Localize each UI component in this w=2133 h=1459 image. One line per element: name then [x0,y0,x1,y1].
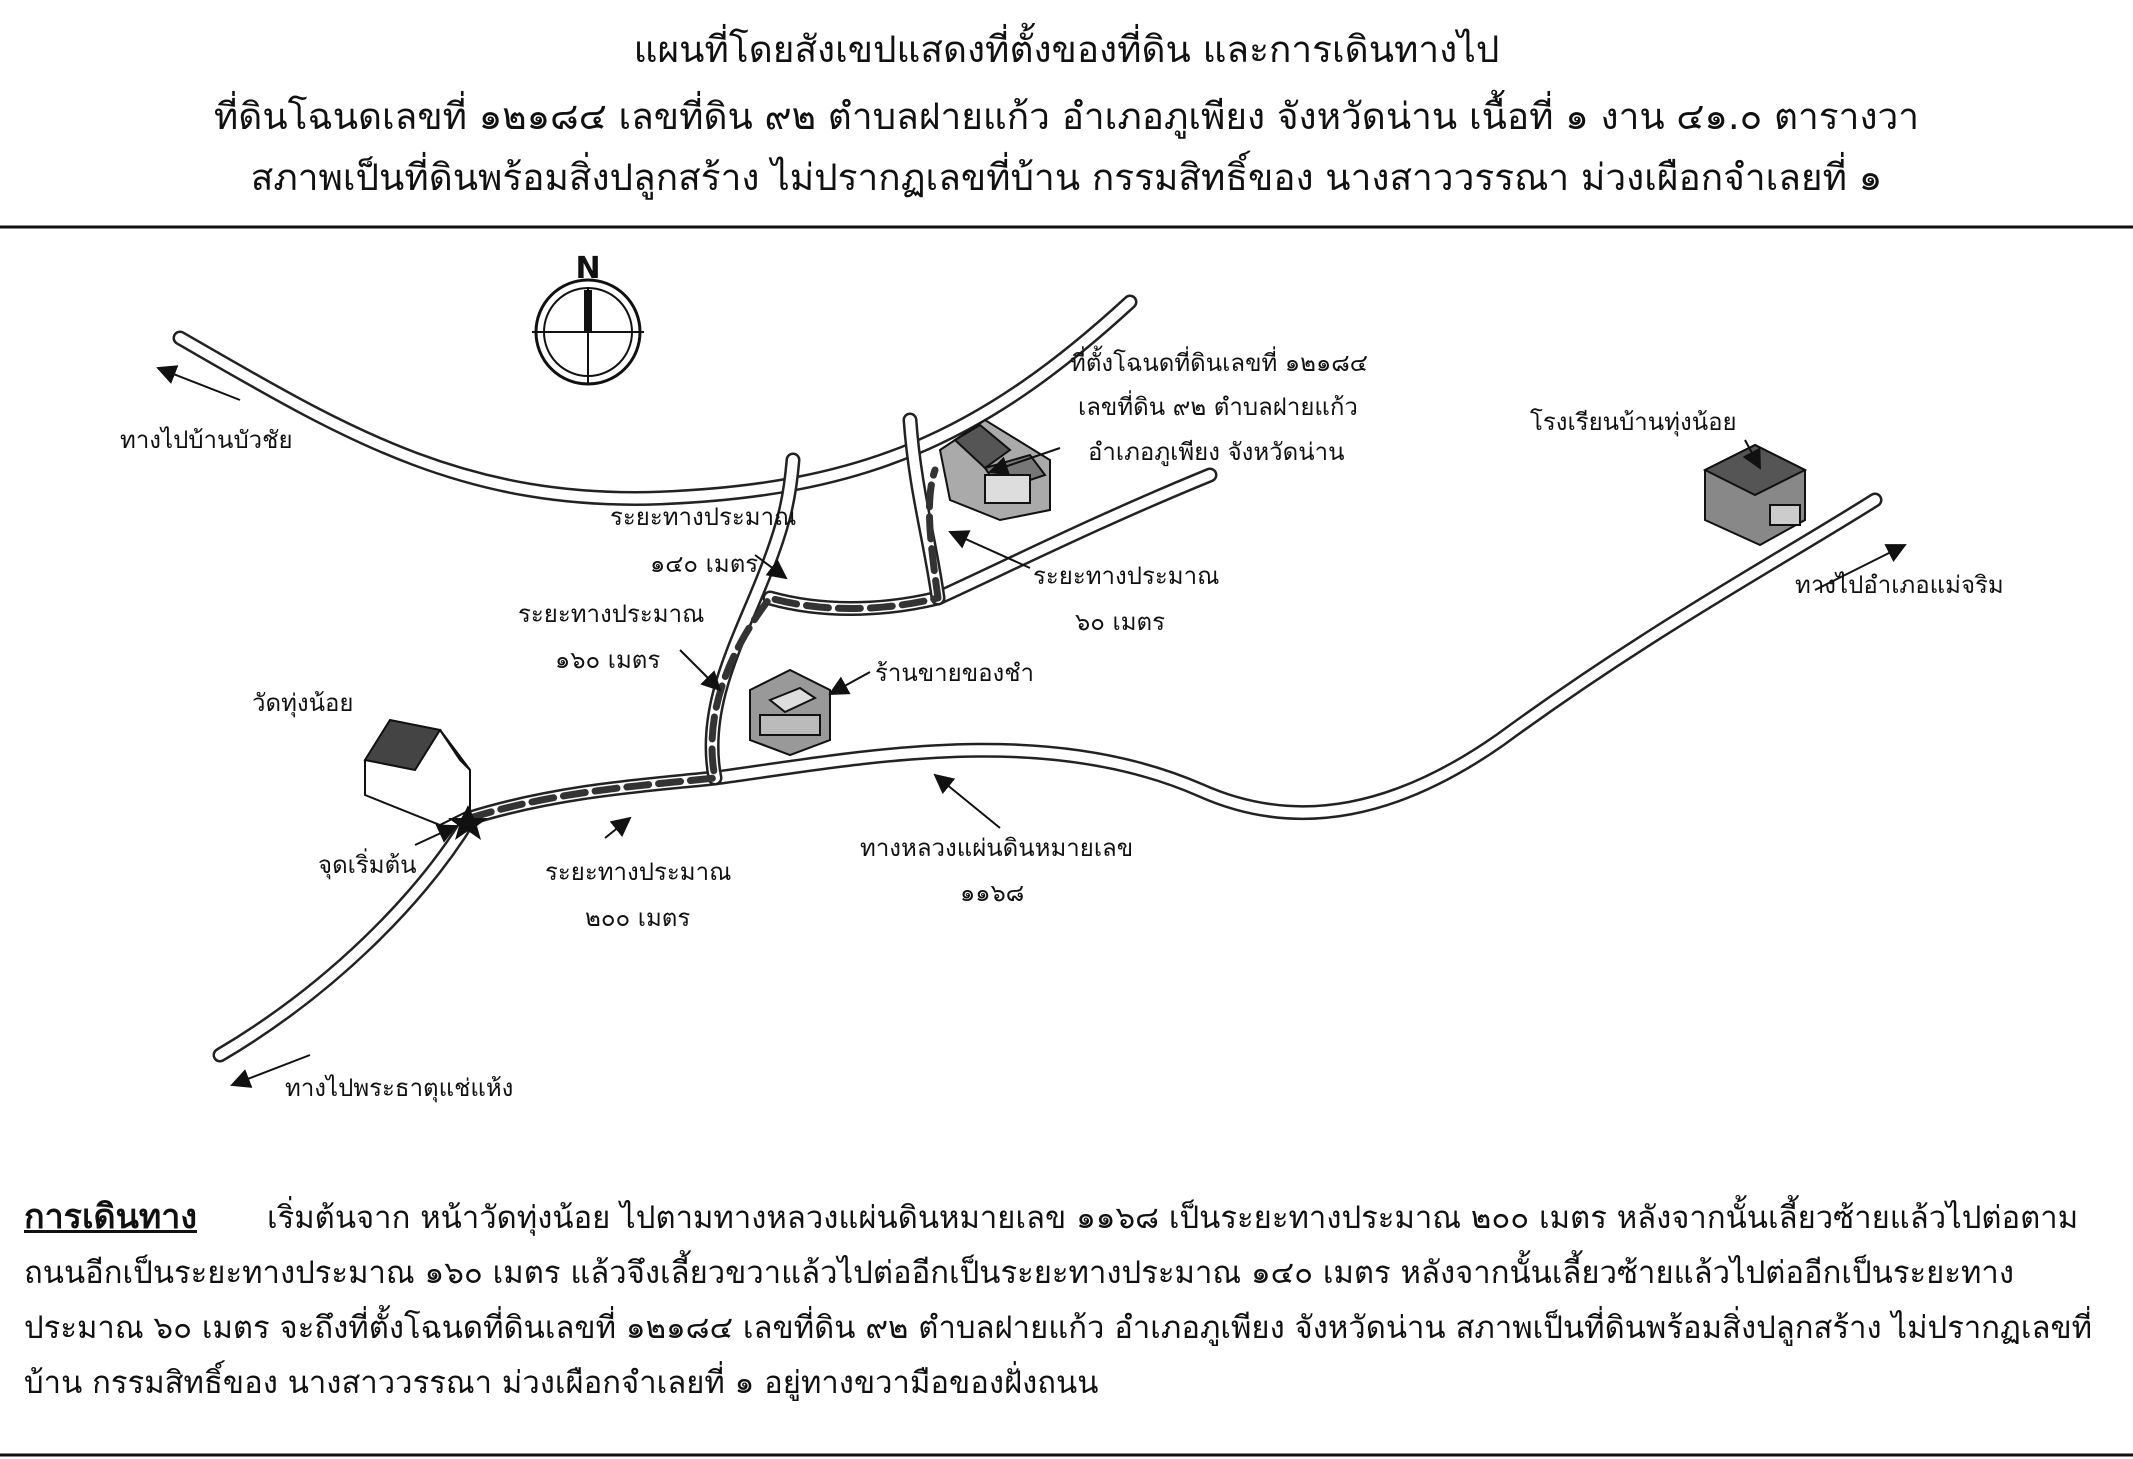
label-to-mae-charim: ทางไปอำเภอแม่จริม [1795,571,2004,599]
label-plot-line2: เลขที่ดิน ๙๒ ตำบลฝายแก้ว [1078,390,1358,421]
pointer-dist-200 [604,816,632,839]
temple-icon [363,718,471,827]
pointer-plot [988,447,1061,476]
side-road-east [930,467,1218,606]
label-dist-60-line2: ๖๐ เมตร [1075,608,1165,636]
label-to-phrathat: ทางไปพระธาตุแช่แห้ง [285,1074,513,1103]
label-dist-160-line2: ๑๖๐ เมตร [555,646,660,674]
arrow-to-phrathat [230,1054,311,1088]
northern-road [172,294,1138,506]
route-description: การเดินทางเริ่มต้นจาก หน้าวัดทุ่งน้อย ไป… [24,1190,2114,1411]
pointer-dist-140 [754,554,788,580]
label-school: โรงเรียนบ้านทุ่งน้อย [1530,408,1737,437]
label-start: จุดเริ่มต้น [318,848,417,880]
label-plot-line3: อำเภอภูเพียง จังหวัดน่าน [1088,438,1345,467]
pointer-dist-60 [948,530,1031,569]
map-title: แผนที่โดยสังเขปแสดงที่ตั้งของที่ดิน และก… [633,28,1500,71]
label-dist-60-line1: ระยะทางประมาณ [1033,562,1219,590]
pointer-shop [828,671,871,695]
deed-description: ที่ดินโฉนดเลขที่ ๑๒๑๘๔ เลขที่ดิน ๙๒ ตำบล… [213,95,1920,138]
pointer-dist-160 [679,649,722,692]
pointer-highway [933,773,1001,829]
label-to-bua-chai: ทางไปบ้านบัวชัย [120,426,293,454]
ownership-description: สภาพเป็นที่ดินพร้อมสิ่งปลูกสร้าง ไม่ปราก… [250,156,1883,199]
school-building-icon [1702,443,1808,547]
label-dist-160-line1: ระยะทางประมาณ [518,600,704,628]
label-temple: วัดทุ่งน้อย [252,689,353,718]
label-plot-line1: ที่ตั้งโฉนดที่ดินเลขที่ ๑๒๑๘๔ [1070,345,1368,377]
travel-route [466,466,942,822]
pointer-start [414,824,458,846]
pointer-school [1742,439,1761,470]
north-compass-icon: N [532,251,644,386]
label-highway-line2: ๑๑๖๘ [960,879,1024,907]
label-dist-200-line1: ระยะทางประมาณ [545,858,731,886]
label-shop: ร้านขายของชำ [875,659,1034,687]
label-dist-140-line2: ๑๔๐ เมตร [650,550,758,578]
route-text: เริ่มต้นจาก หน้าวัดทุ่งน้อย ไปตามทางหลวง… [24,1200,2093,1401]
label-dist-140-line1: ระยะทางประมาณ [610,503,796,531]
compass-north-label: N [575,251,600,286]
start-point-star-icon [448,805,488,840]
label-highway-line1: ทางหลวงแผ่นดินหมายเลข [860,834,1133,862]
route-heading: การเดินทาง [24,1197,197,1237]
label-dist-200-line2: ๒๐๐ เมตร [585,904,690,932]
grocery-shop-icon [749,668,831,757]
arrow-to-bua-chai [156,365,241,401]
arrow-to-mae-charim [1814,544,1907,591]
